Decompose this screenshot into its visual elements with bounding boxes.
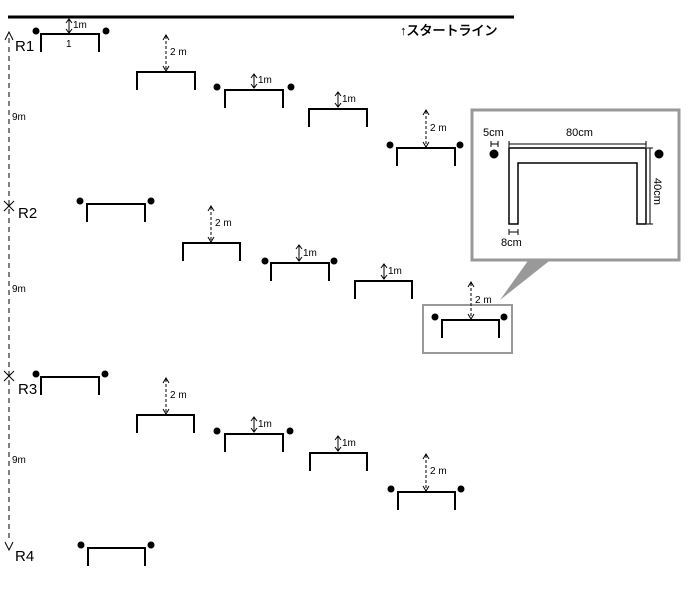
gap-label-r3-4: 1m	[342, 438, 356, 449]
axis-tick-r2	[3, 200, 15, 212]
gap-arrow-r2-5	[467, 281, 475, 320]
interval-label-3: 9m	[12, 455, 26, 466]
gap-label-r3-2: 2 m	[170, 390, 187, 401]
gap-arrow-r3-2	[162, 377, 170, 415]
gap-label-r1-1: 1m	[73, 20, 87, 31]
inset-highlight-box	[422, 304, 513, 354]
gap-label-r2-4: 1m	[388, 266, 402, 277]
hurdle-detail-inset	[470, 108, 681, 262]
gap-label-r2-2: 2 m	[215, 218, 232, 229]
gap-arrow-r2-3	[295, 244, 303, 262]
interval-label-1: 9m	[12, 112, 26, 123]
gap-label-r2-5: 2 m	[475, 295, 492, 306]
hurdle-r2-3	[261, 257, 338, 281]
inset-leg-label: 8cm	[501, 237, 522, 249]
hurdle-r1-4	[308, 108, 368, 127]
hurdle-r3-3	[213, 427, 294, 452]
gap-label-r1-5: 2 m	[430, 123, 447, 134]
gap-arrow-r1-5	[422, 109, 430, 148]
hurdle-r3-5	[387, 485, 465, 510]
gap-label-r1-4: 1m	[342, 94, 356, 105]
gap-arrow-r3-5	[422, 453, 430, 492]
hurdle-r2-5	[431, 313, 508, 338]
gap-arrow-r1-2	[162, 34, 170, 72]
gap-arrow-r3-4	[334, 435, 342, 452]
row-label-r1: R1	[15, 38, 34, 55]
interval-label-2: 9m	[12, 284, 26, 295]
hurdle-r3-4	[309, 452, 368, 471]
inset-width-label: 80cm	[566, 127, 593, 139]
gap-arrow-r1-4	[334, 91, 342, 108]
inset-pole-label: 5cm	[483, 127, 504, 139]
row-label-r4: R4	[15, 548, 34, 565]
hurdle-r1-3	[213, 83, 295, 108]
hurdle-r1-1	[32, 27, 110, 52]
gap-label-r1-2: 2 m	[170, 47, 187, 58]
hurdle-r4-1	[77, 541, 155, 566]
row-label-r2: R2	[18, 205, 37, 222]
hurdle-r2-4	[354, 280, 413, 299]
axis-tick-r3	[3, 370, 15, 382]
hurdle-number-1: 1	[66, 39, 72, 50]
hurdle-r1-5	[386, 141, 464, 166]
gap-arrow-r1-3	[250, 73, 258, 89]
hurdle-r2-2	[182, 242, 241, 261]
start-line-label: ↑スタートライン	[400, 23, 498, 38]
gap-label-r3-5: 2 m	[430, 466, 447, 477]
gap-label-r3-3: 1m	[258, 419, 272, 430]
gap-arrow-r2-2	[207, 205, 215, 243]
axis-top-arrow	[4, 30, 14, 41]
row-label-r3: R3	[18, 381, 37, 398]
inset-callout-pointer	[500, 258, 553, 300]
gap-arrow-r3-3	[250, 416, 258, 433]
gap-arrow-r1-1	[65, 18, 73, 34]
inset-height-label: 40cm	[651, 178, 663, 205]
hurdle-r2-1	[76, 197, 155, 222]
hurdle-r3-2	[136, 414, 195, 433]
gap-label-r1-3: 1m	[258, 75, 272, 86]
hurdle-r1-2	[136, 71, 196, 90]
hurdle-r3-1	[32, 370, 109, 395]
axis-bottom-arrow	[4, 541, 14, 552]
gap-label-r2-3: 1m	[303, 248, 317, 259]
gap-arrow-r2-4	[380, 263, 388, 280]
